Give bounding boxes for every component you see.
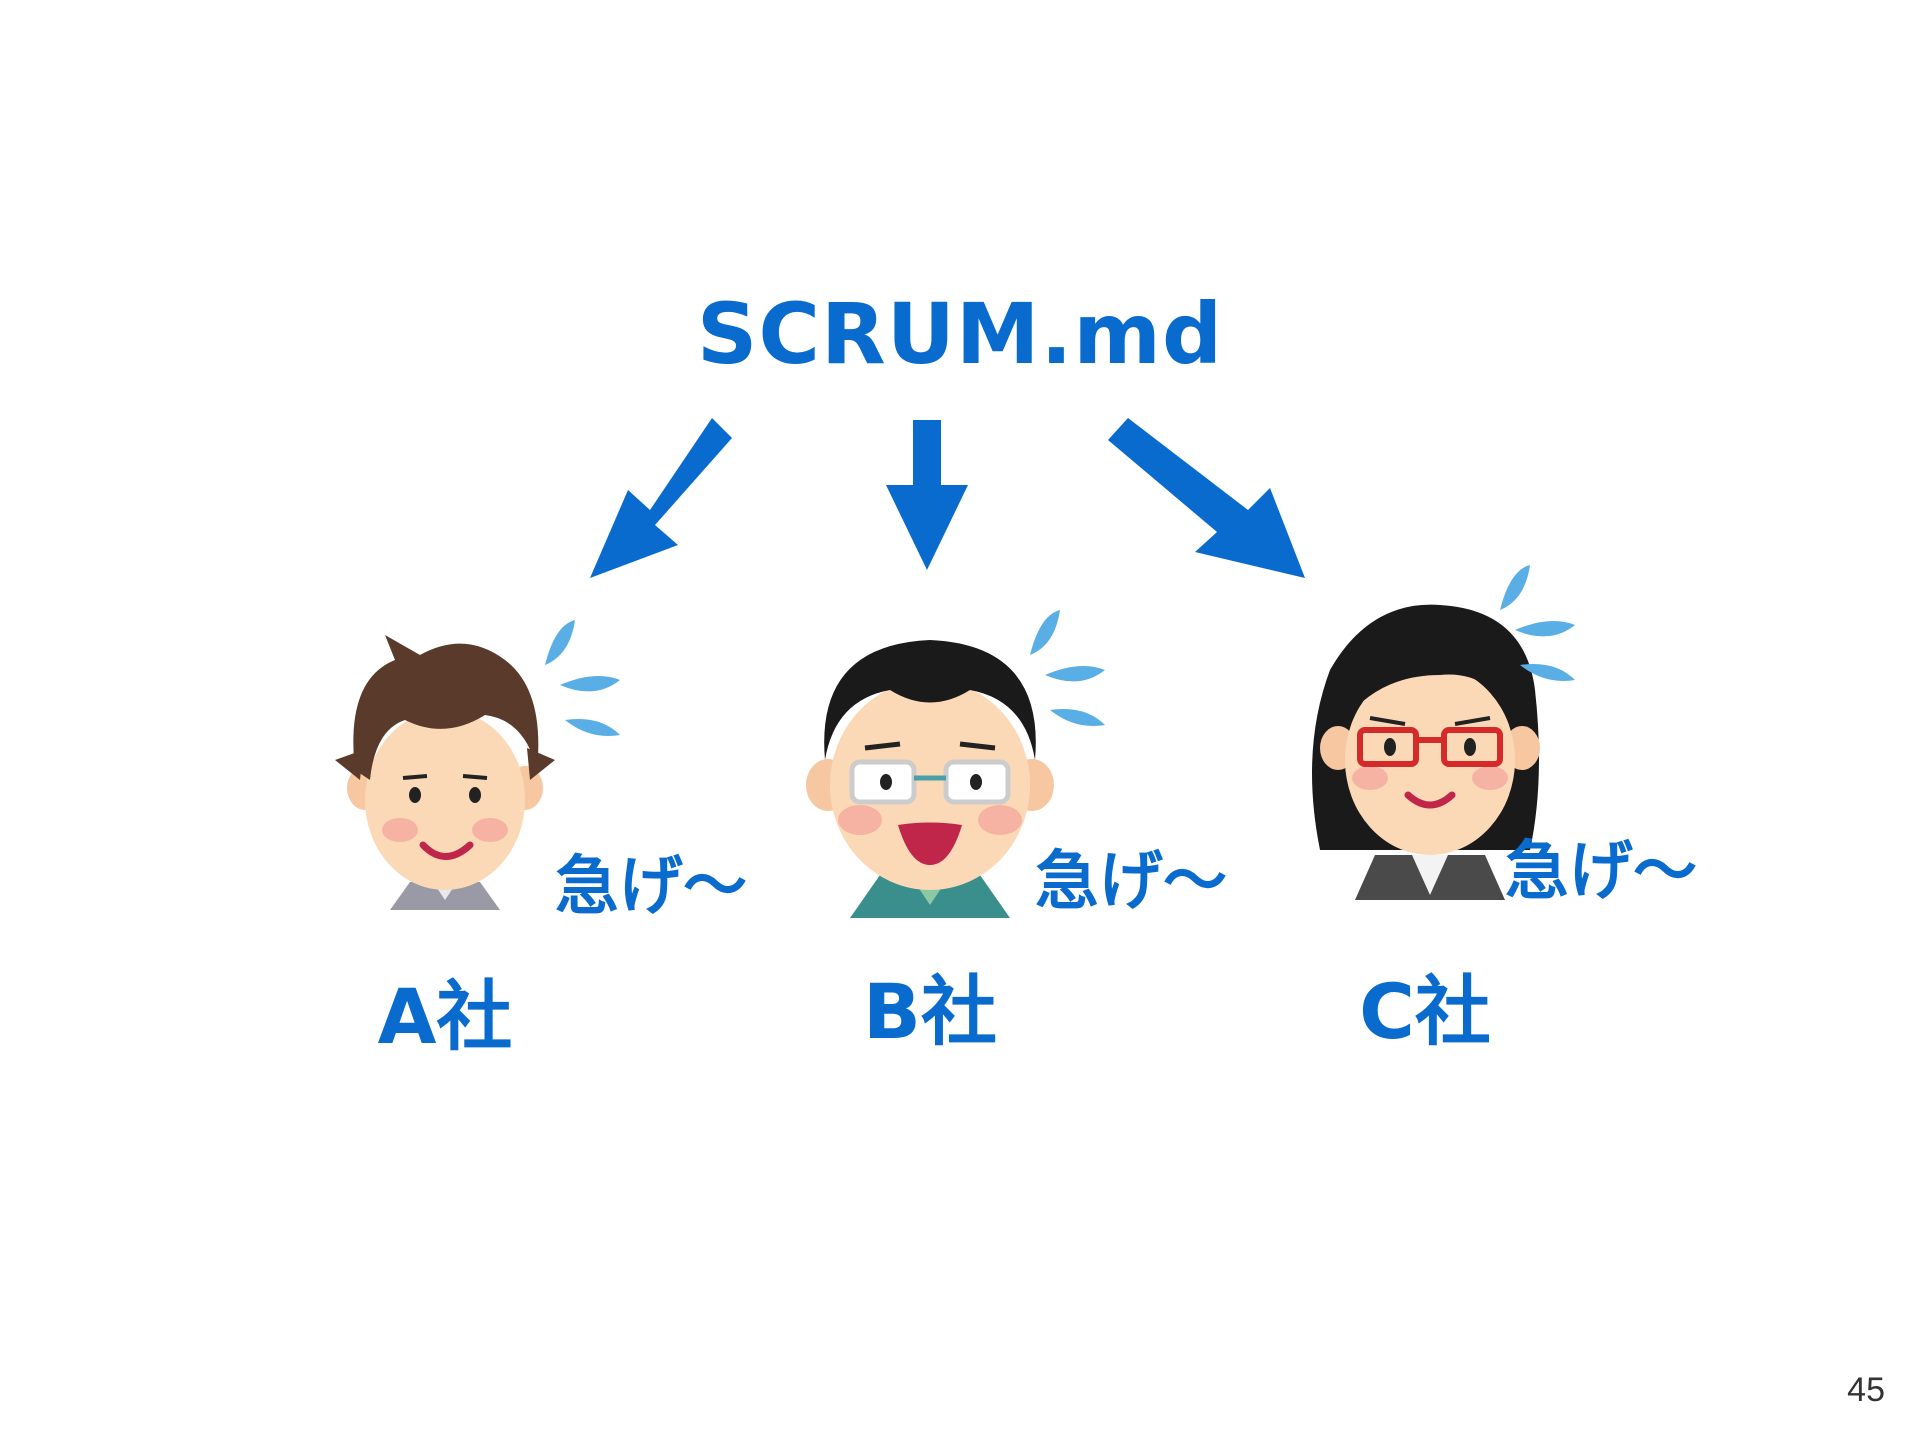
exclamation-c: 急げ～ — [1505, 835, 1697, 909]
company-label-a: A社 — [377, 972, 513, 1061]
sweat-a-icon — [545, 620, 620, 736]
page-number: 45 — [1847, 1371, 1885, 1409]
exclamation-a: 急げ～ — [555, 850, 747, 924]
sweat-c-icon — [1500, 565, 1575, 681]
exclamation-b: 急げ～ — [1035, 845, 1227, 919]
person-a-icon — [335, 635, 555, 910]
sweat-b-icon — [1030, 610, 1105, 726]
person-b-icon — [806, 640, 1054, 918]
slide-title: SCRUM.md — [696, 285, 1224, 383]
company-label-c: C社 — [1359, 967, 1491, 1056]
arrow-to-b-icon — [886, 420, 968, 570]
arrow-to-c-icon — [1108, 418, 1305, 578]
person-c-icon — [1312, 604, 1540, 900]
arrow-to-a-icon — [590, 418, 732, 578]
company-label-b: B社 — [863, 967, 997, 1056]
